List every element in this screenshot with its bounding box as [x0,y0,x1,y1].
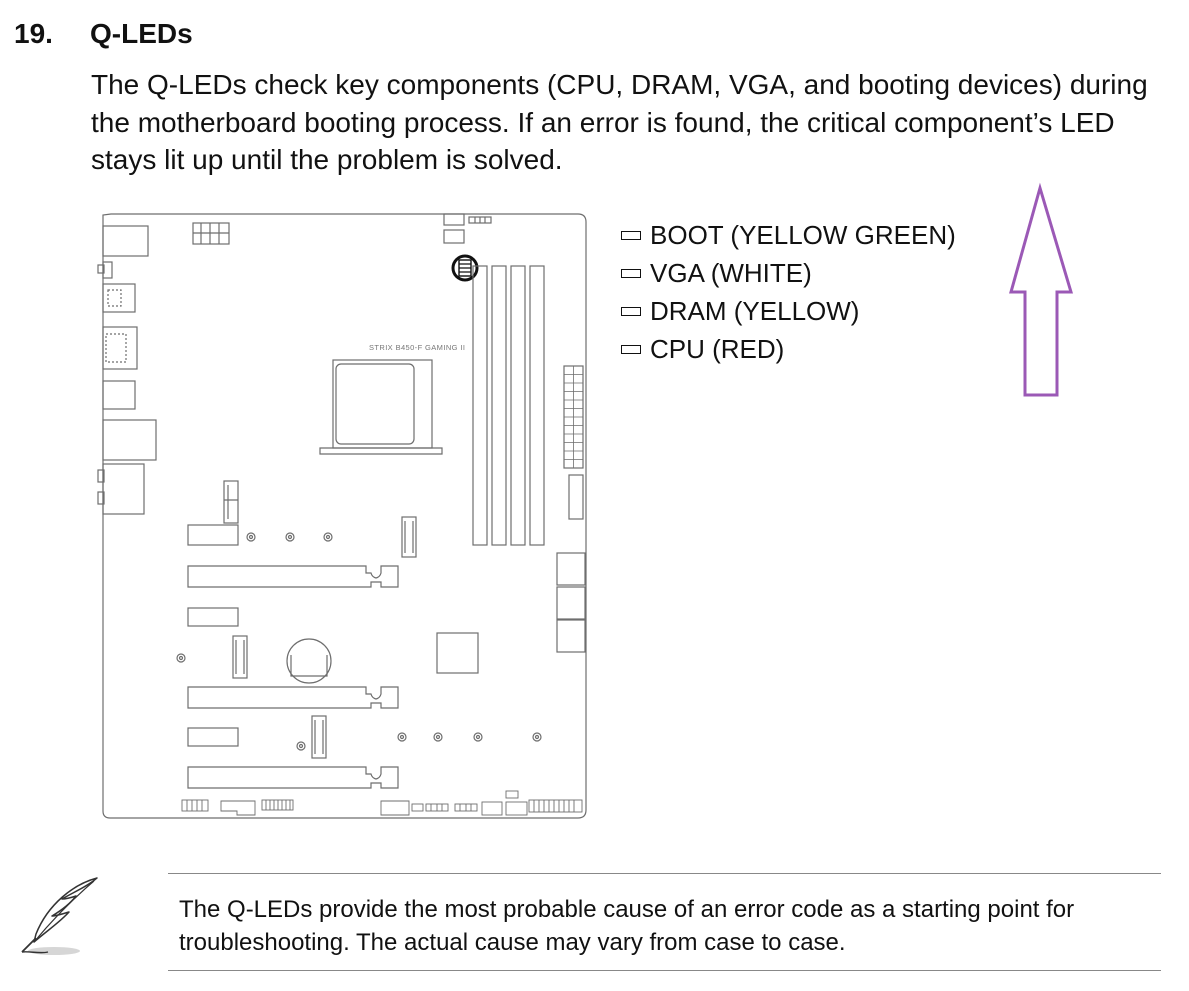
cmos-battery [286,638,332,684]
legend-item-boot: BOOT (YELLOW GREEN) [621,216,956,254]
quill-pen-icon [21,877,98,955]
led-indicator-icon [621,306,641,316]
dimm-slot [472,265,488,546]
dimm-slot [529,265,545,546]
legend-label: VGA (WHITE) [650,258,812,288]
legend-item-cpu: CPU (RED) [621,330,956,368]
legend-label: DRAM (YELLOW) [650,296,860,326]
note-divider-bottom [168,970,1161,971]
chipset [436,632,479,674]
note-text: The Q-LEDs provide the most probable cau… [179,893,1074,959]
io-port [102,261,113,279]
description-line: stays lit up until the problem is solved… [91,144,563,175]
board-model-label: STRIX B450-F GAMING II [369,343,465,352]
up-arrow-icon [1009,182,1074,397]
description-paragraph: The Q-LEDs check key components (CPU, DR… [91,66,1171,179]
led-indicator-icon [621,230,641,240]
note-line: troubleshooting. The actual cause may va… [179,929,846,956]
note-line: The Q-LEDs provide the most probable cau… [179,896,1075,923]
sata-connector [556,619,586,653]
io-port [97,264,105,274]
pcie-slot [187,565,399,588]
io-port [102,419,157,461]
sata-connector [556,552,586,586]
description-line: The Q-LEDs check key components (CPU, DR… [91,69,1148,100]
q-led-legend: BOOT (YELLOW GREEN) VGA (WHITE) DRAM (YE… [621,216,956,368]
dimm-slot [510,265,526,546]
led-indicator-icon [621,344,641,354]
legend-item-vga: VGA (WHITE) [621,254,956,292]
dimm-slot [491,265,507,546]
sata-connector [556,586,586,620]
description-line: the motherboard booting process. If an e… [91,106,1115,138]
io-port [102,380,136,410]
cpu-socket [332,359,433,449]
legend-label: BOOT (YELLOW GREEN) [650,220,956,250]
note-divider-top [168,873,1161,874]
legend-label: CPU (RED) [650,334,785,364]
motherboard-diagram: STRIX B450-F GAMING II [97,213,587,819]
io-port [102,463,145,515]
io-port [102,326,138,370]
q-led-highlight [451,254,479,282]
io-port [102,283,136,313]
led-indicator-icon [621,268,641,278]
board-outline [102,213,587,819]
legend-item-dram: DRAM (YELLOW) [621,292,956,330]
io-port [102,225,149,257]
section-title: Q-LEDs [90,18,193,49]
section-number: 19. [14,18,53,49]
pcie-slot [187,766,399,789]
pcie-slot [187,686,399,709]
